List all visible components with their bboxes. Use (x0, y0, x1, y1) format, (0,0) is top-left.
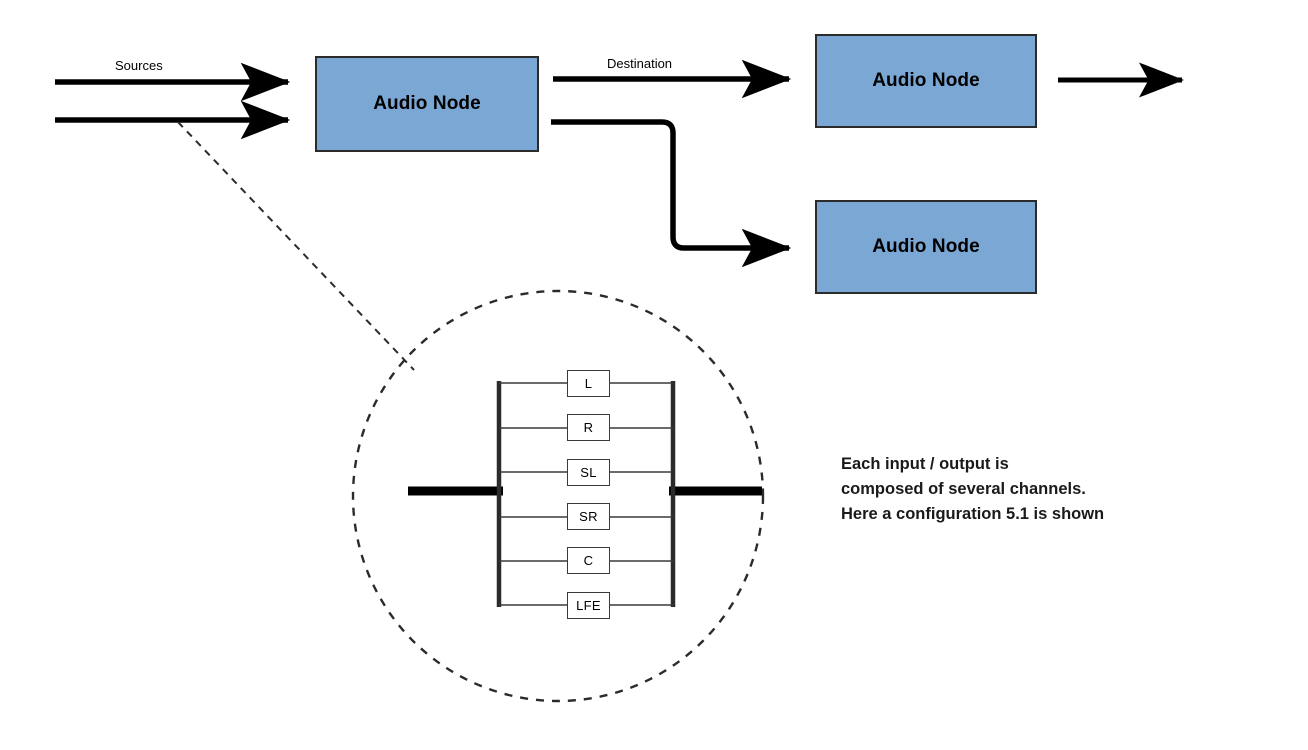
channel-label-c: C (583, 553, 594, 568)
callout-note-line-2: composed of several channels. (841, 479, 1086, 498)
audio-node-left-label: Audio Node (373, 93, 481, 114)
channel-label-sl: SL (580, 465, 597, 480)
audio-node-right-bottom-label: Audio Node (872, 236, 980, 257)
audio-node-left[interactable]: Audio Node (315, 56, 539, 152)
callout-note-line-3: Here a configuration 5.1 is shown (841, 504, 1105, 523)
channel-box-c[interactable]: C (567, 547, 610, 574)
channel-box-r[interactable]: R (567, 414, 610, 441)
channel-box-lfe[interactable]: LFE (567, 592, 610, 619)
channel-label-lfe: LFE (576, 598, 601, 613)
callout-note-line-1: Each input / output is (841, 455, 1009, 473)
callout-note: Each input / output is composed of sever… (841, 452, 1104, 526)
elbow-connector-arrow (551, 119, 792, 268)
channel-label-l: L (584, 376, 593, 391)
channel-label-r: R (583, 420, 594, 435)
audio-node-right-top[interactable]: Audio Node (815, 34, 1037, 128)
magnifier-circle (351, 289, 765, 703)
channel-box-sr[interactable]: SR (567, 503, 610, 530)
channel-box-sl[interactable]: SL (567, 459, 610, 486)
channel-wires (499, 382, 673, 606)
callout-leader-line (177, 121, 415, 371)
sources-label: Sources (115, 58, 163, 73)
channel-box-l[interactable]: L (567, 370, 610, 397)
destination-label: Destination (607, 56, 673, 71)
audio-node-right-bottom[interactable]: Audio Node (815, 200, 1037, 294)
channel-label-sr: SR (579, 509, 598, 524)
audio-node-right-top-label: Audio Node (872, 70, 980, 91)
